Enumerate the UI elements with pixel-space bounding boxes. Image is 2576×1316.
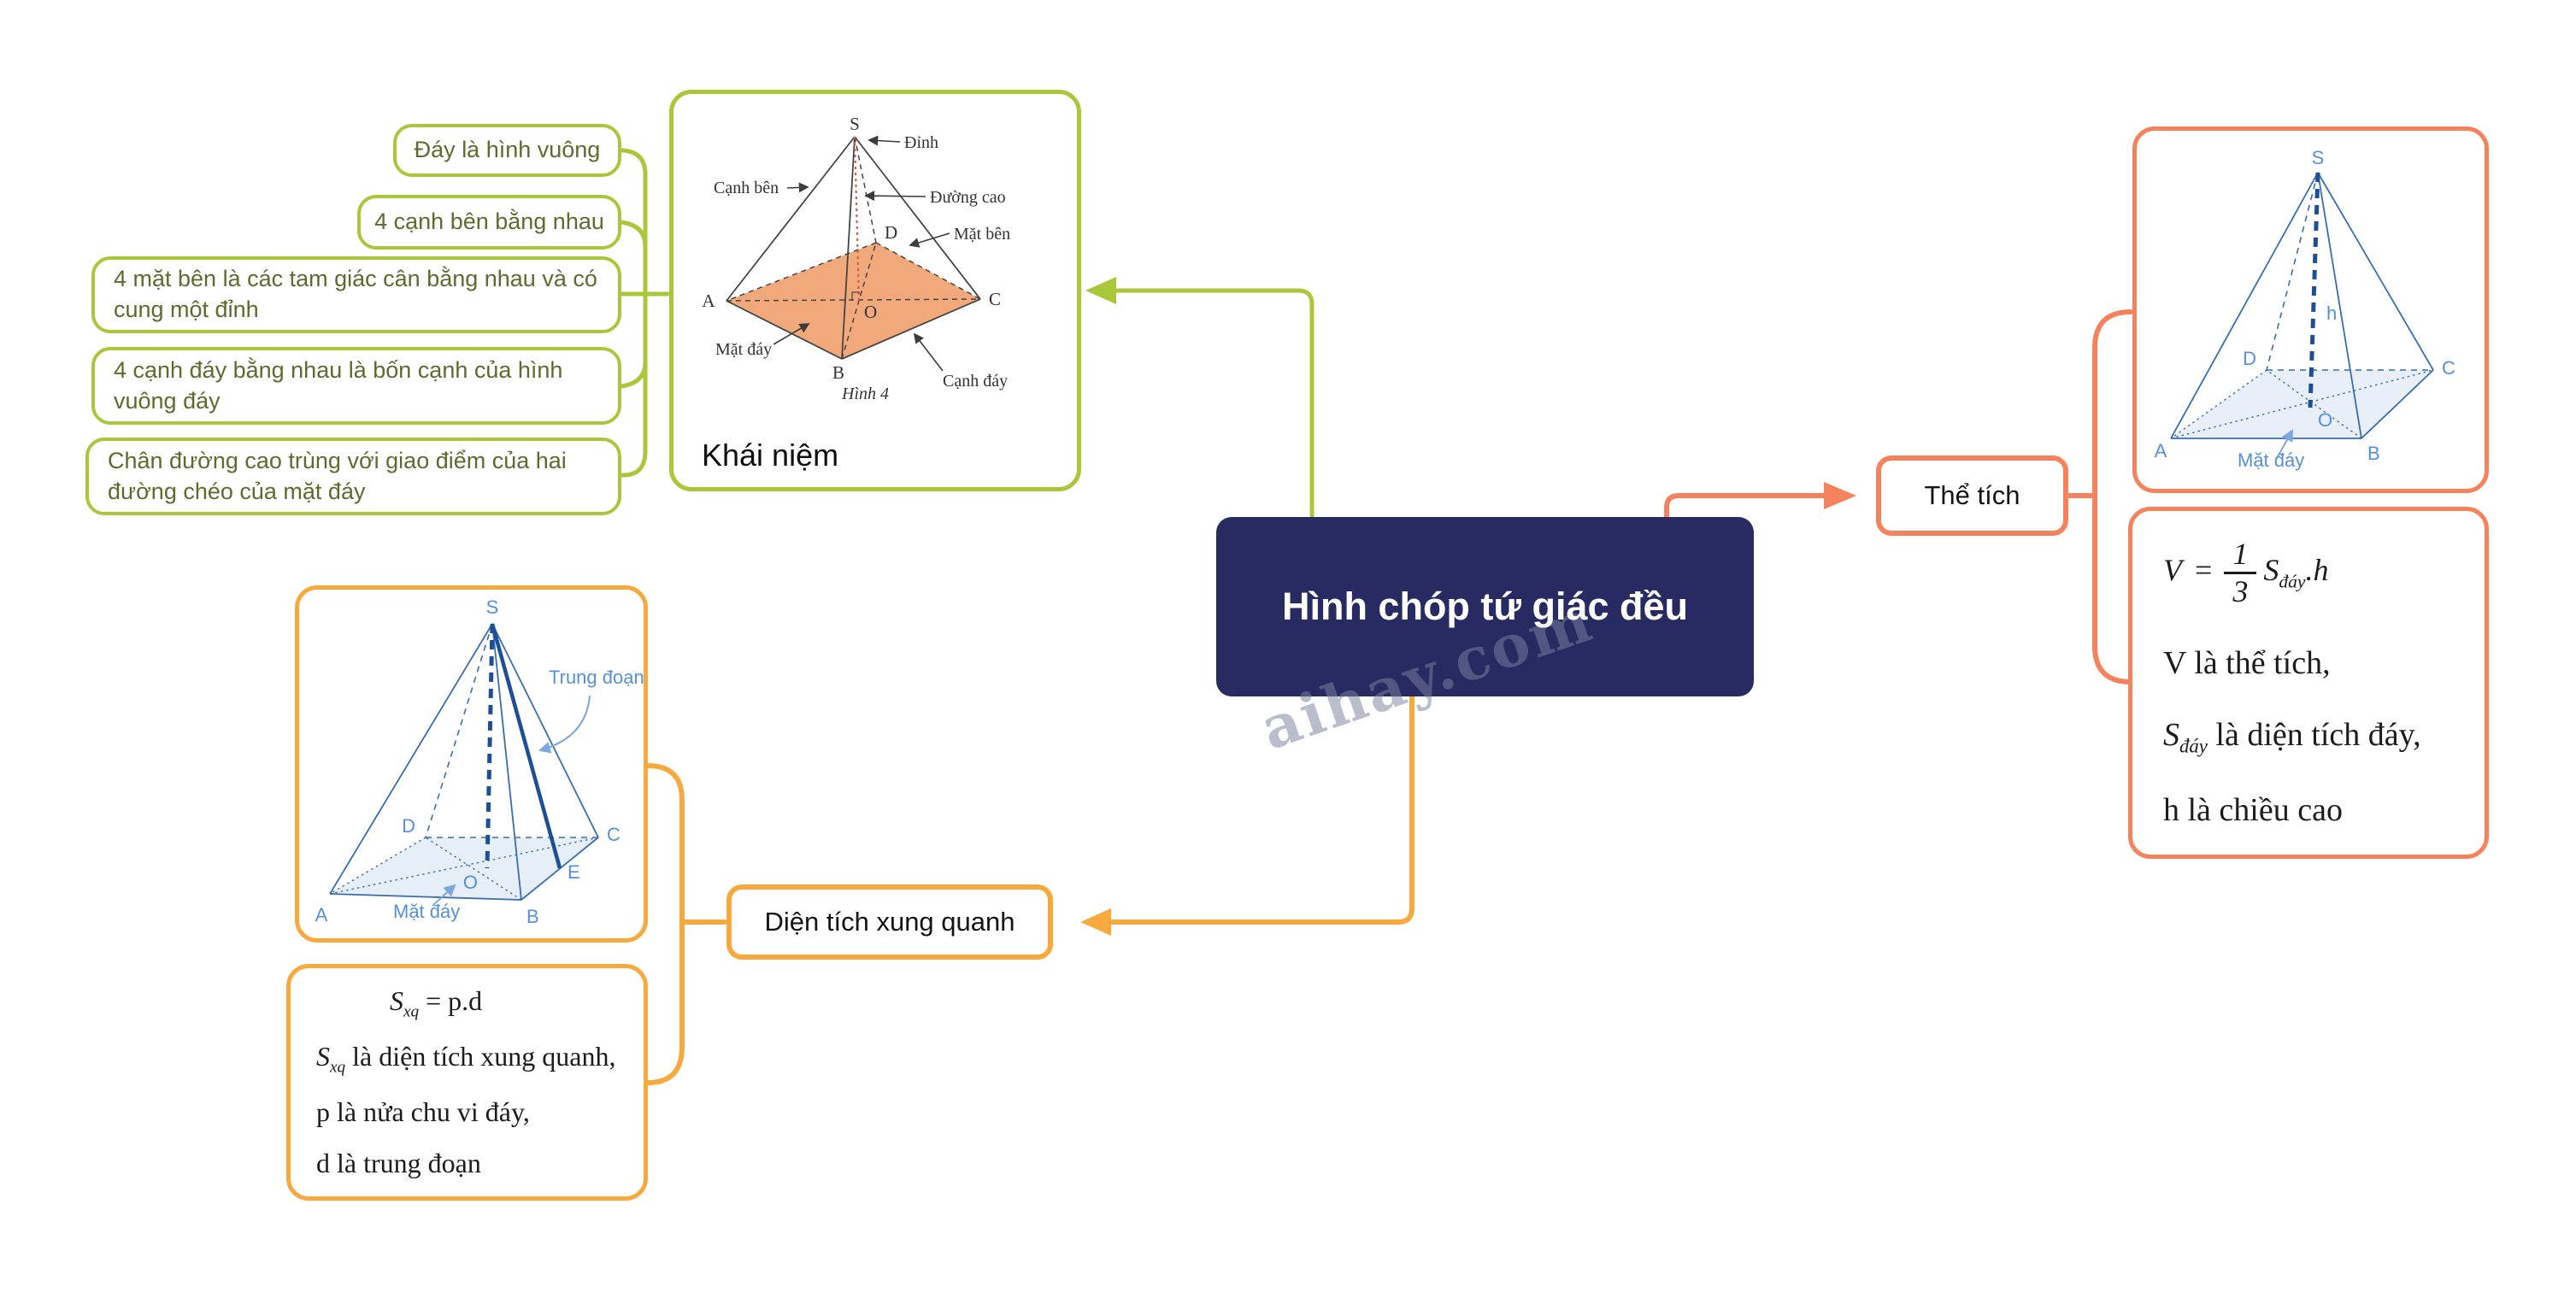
connector-volume (1664, 493, 1824, 519)
connector-lateral (1111, 695, 1414, 925)
base-face-label: Mặt đáy (393, 901, 460, 922)
lateral-area-node: Diện tích xung quanh (726, 884, 1053, 960)
height-line (485, 623, 495, 869)
vertex-O: O (463, 872, 478, 893)
note-symbol: S (2163, 716, 2179, 753)
annotation-arrows (773, 135, 950, 372)
pyramid-edges (2170, 172, 2434, 439)
lateral-pyramid-figure: S Trung đoạn D C E O A B Mặt đáy (315, 596, 644, 927)
formula-rhs: = p.d (426, 985, 483, 1016)
slant-height-line (490, 623, 562, 869)
vertex-S: S (850, 114, 860, 134)
figure-caption: Hình 4 (841, 385, 889, 403)
property-pill-2: 4 cạnh bên bằng nhau (357, 195, 621, 250)
base-area-subscript: đáy (2279, 571, 2306, 592)
apex-label: Đỉnh (904, 133, 938, 152)
arrowhead-concept-icon (1085, 277, 1116, 304)
formula-note-3: h là chiều cao (2163, 792, 2343, 828)
lateral-formula-box: Sxq = p.d Sxq là diện tích xung quanh, p… (286, 964, 648, 1201)
vertex-D: D (2243, 348, 2256, 369)
height-label: h (2326, 303, 2337, 324)
formula-note-1: V là thể tích, (2163, 644, 2331, 681)
property-pill-5: Chân đường cao trùng với giao điểm của h… (85, 438, 621, 515)
central-node-box (1216, 517, 1754, 696)
formula-note-2: p là nửa chu vi đáy, (316, 1096, 530, 1128)
fraction-numerator: 1 (2224, 537, 2257, 575)
note-subscript: xq (330, 1058, 346, 1077)
pyramid-edges (329, 623, 599, 901)
concept-properties-bracket (619, 148, 670, 478)
vertex-O: O (2318, 409, 2332, 431)
equals-sign: = (2195, 553, 2213, 588)
formula-subscript: xq (403, 1002, 420, 1021)
vertex-B: B (526, 906, 539, 927)
base-face-shape (726, 243, 980, 359)
lateral-bracket (645, 763, 727, 1085)
volume-pyramid-figure: S h D C O A B Mặt đáy (2155, 147, 2455, 471)
vertex-O: O (864, 302, 877, 322)
vertex-D: D (402, 815, 415, 837)
vertex-B: B (2367, 443, 2380, 464)
connector-concept (1115, 288, 1314, 519)
lateral-formula: Sxq = p.d (390, 985, 618, 1021)
concept-pyramid-figure: S Đỉnh Cạnh bên Đường cao Mặt bên D A C … (702, 114, 1010, 403)
base-edge-label: Cạnh đáy (943, 372, 1008, 391)
formula-symbol: S (390, 985, 403, 1016)
formula-note-1: Sxq là diện tích xung quanh, (316, 1041, 618, 1077)
vertex-A: A (315, 904, 328, 925)
vertex-D: D (885, 222, 897, 243)
fraction-denominator: 3 (2232, 574, 2249, 609)
formula-symbol: V (2163, 553, 2182, 588)
base-face-arrow (2276, 429, 2294, 459)
note-subscript: đáy (2179, 735, 2208, 757)
vertex-S: S (2312, 147, 2325, 168)
note-text: là diện tích đáy, (2207, 716, 2421, 753)
vertex-A: A (702, 291, 715, 311)
formula-tail: .h (2305, 553, 2329, 588)
pyramid-edges (726, 136, 981, 360)
lateral-edge-label: Cạnh bên (714, 179, 779, 197)
volume-node: Thể tích (1876, 455, 2068, 536)
arrowhead-volume-icon (1824, 482, 1856, 509)
base-face-shape (330, 837, 598, 900)
central-node-title: Hình chóp tứ giác đều (1281, 584, 1689, 628)
base-face-arrow (432, 884, 456, 907)
base-face-label: Mặt đáy (2238, 449, 2304, 471)
vertex-C: C (989, 289, 1001, 309)
property-pill-1: Đáy là hình vuông (393, 124, 621, 177)
volume-bracket (2066, 309, 2133, 684)
vertex-B: B (832, 362, 844, 383)
formula-note-2: Sđáy là diện tích đáy, (2163, 716, 2454, 758)
vertex-C: C (607, 824, 620, 845)
vertex-C: C (2442, 357, 2455, 379)
base-area-symbol: S (2263, 553, 2279, 588)
height-label: Đường cao (930, 188, 1006, 207)
formula-note-3: d là trung đoạn (316, 1147, 481, 1178)
note-text: là diện tích xung quanh, (345, 1041, 616, 1072)
slant-label: Trung đoạn (549, 667, 644, 688)
vertex-E: E (568, 861, 580, 883)
property-pill-3: 4 mặt bên là các tam giác cân bằng nhau … (91, 256, 621, 333)
property-pill-4: 4 cạnh đáy bằng nhau là bốn cạnh của hìn… (91, 347, 621, 425)
right-angle-mark (851, 291, 860, 301)
concept-node-label: Khái niệm (702, 438, 839, 473)
lateral-face-label: Mặt bên (954, 225, 1010, 244)
arrowhead-lateral-icon (1080, 908, 1111, 936)
vertex-S: S (486, 596, 499, 618)
note-symbol: S (316, 1041, 330, 1072)
vertex-A: A (2155, 440, 2167, 461)
height-line (2308, 172, 2320, 408)
slant-arrow (538, 695, 591, 754)
base-face-label: Mặt đáy (715, 340, 772, 359)
